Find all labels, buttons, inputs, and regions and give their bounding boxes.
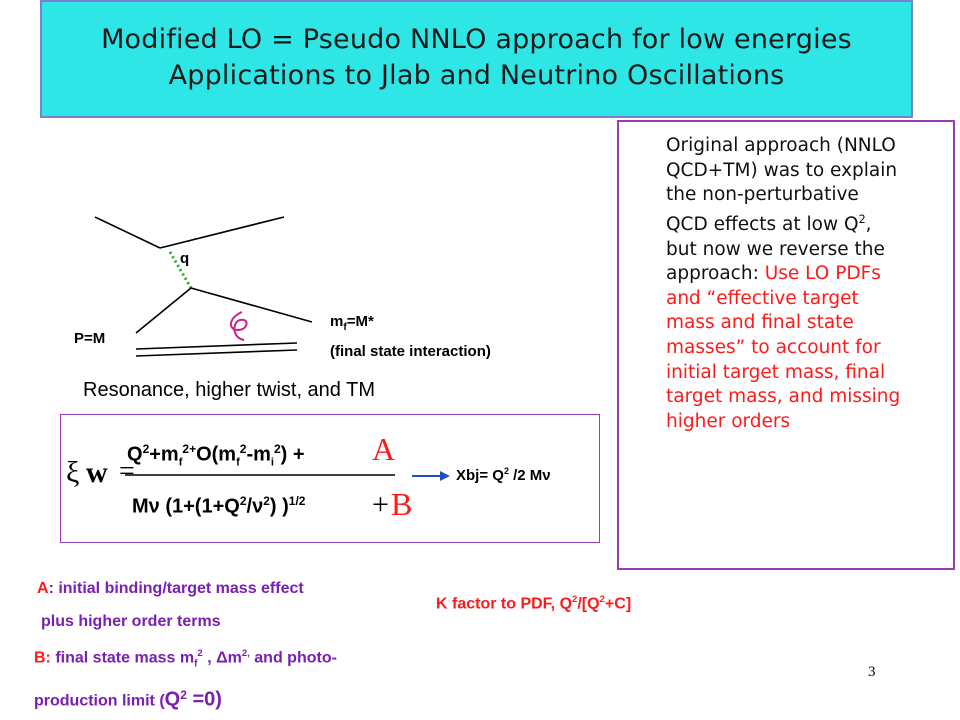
- xbj-definition: Xbj= Q2 /2 Mν: [456, 466, 551, 484]
- explanation-line: the non-perturbative: [666, 184, 859, 206]
- scattering-diagram: [94, 216, 313, 357]
- virtual-photon-line: [168, 251, 193, 289]
- formula-plus: +: [372, 488, 389, 521]
- struck-quark-out-line: [190, 287, 313, 323]
- explanation-line: QCD effects at low Q2,: [666, 212, 872, 235]
- formula-a-term: A: [372, 431, 396, 467]
- explanation-line: QCD+TM) was to explain: [666, 159, 898, 181]
- arrow-right-icon: [412, 471, 450, 481]
- label-mf: mf=M*: [330, 313, 374, 333]
- title-banner: Modified LO = Pseudo NNLO approach for l…: [40, 0, 913, 118]
- explanation-line: target mass, and missing: [666, 386, 901, 408]
- explanation-line: but now we reverse the: [666, 238, 885, 260]
- label-p-equals-m: P=M: [74, 330, 106, 347]
- note-a-continued: plus higher order terms: [41, 613, 221, 630]
- struck-quark-in-line: [135, 287, 192, 334]
- note-b-continued: production limit (Q2 =0): [34, 688, 222, 711]
- formula-numerator: Q2+mf2+O(mf2-mi2) +: [127, 442, 305, 469]
- incoming-lepton-line: [94, 216, 161, 249]
- explanation-line: and “effective target: [666, 287, 859, 309]
- title-line-2: Applications to Jlab and Neutrino Oscill…: [168, 60, 785, 91]
- gluon-curl-icon: [230, 311, 248, 341]
- formula-box: [60, 414, 600, 543]
- spectator-line-1: [135, 342, 298, 350]
- xi-symbol: ξ: [66, 456, 80, 489]
- explanation-line: masses” to account for: [666, 336, 881, 358]
- title-line-1: Modified LO = Pseudo NNLO approach for l…: [101, 24, 852, 55]
- label-final-state-interaction: (final state interaction): [330, 343, 491, 360]
- explanation-line: Original approach (NNLO: [666, 135, 896, 156]
- explanation-text: Original approach (NNLO QCD+TM) was to e…: [666, 134, 956, 434]
- label-q: q: [180, 250, 190, 267]
- note-a: A: initial binding/target mass effect: [37, 580, 304, 597]
- explanation-line: mass and final state: [666, 312, 854, 334]
- k-factor-note: K factor to PDF, Q2/[Q2+C]: [436, 594, 632, 613]
- explanation-box: [617, 120, 955, 570]
- outgoing-lepton-line: [159, 216, 285, 249]
- fraction-bar: [125, 474, 395, 476]
- explanation-line: initial target mass, final: [666, 361, 886, 383]
- spectator-line-2: [135, 349, 298, 357]
- formula-denominator: Mν (1+(1+Q2/ν2) )1/2: [132, 494, 306, 518]
- w-symbol: w: [86, 456, 108, 489]
- note-b: B: final state mass mf2 , Δm2, and photo…: [34, 648, 337, 670]
- formula-b-term: B: [391, 486, 413, 522]
- equals-sign: =: [119, 456, 135, 487]
- diagram-caption: Resonance, higher twist, and TM: [83, 379, 376, 401]
- page-number: 3: [868, 664, 876, 680]
- explanation-line: higher orders: [666, 410, 791, 432]
- explanation-line: approach: Use LO PDFs: [666, 263, 881, 285]
